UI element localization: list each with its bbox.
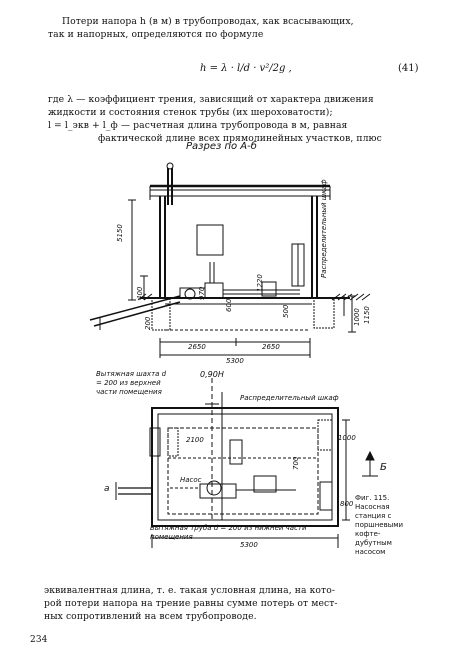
intro-line-2: так и напорных, определяются по формуле	[48, 29, 264, 40]
dim-400: 400	[136, 286, 144, 300]
dim-1150: 1150	[363, 306, 371, 324]
dim-500: 500	[282, 304, 290, 318]
bottom-line-3: ных сопротивлений на всем трубопроводе.	[44, 611, 257, 622]
dim-1000-plan: 1000	[338, 434, 356, 442]
equation-number: (41)	[398, 63, 419, 74]
marker-a: а	[104, 484, 110, 494]
label-shkaf-plan: Распределительный шкаф	[240, 394, 339, 402]
definition-line-4: фактической длине всех прямолинейных уча…	[98, 133, 382, 144]
page-number: 234	[30, 635, 48, 645]
definition-line-3: l = l_экв + l_ф — расчетная длина трубоп…	[48, 120, 348, 131]
label-nasos: Насос	[180, 476, 202, 484]
dim-200: 200	[144, 316, 152, 330]
label-shkaf-section: Распределительный шкаф	[320, 179, 328, 278]
dim-5300-plan: 5300	[240, 541, 258, 549]
bottom-line-1: эквивалентная длина, т. е. такая условна…	[44, 585, 336, 596]
dim-2100: 2100	[186, 436, 204, 444]
section-title: Разрез по А-б	[186, 141, 257, 152]
dim-970: 970	[198, 286, 206, 300]
dim-2650-right: 2650	[262, 343, 280, 351]
dim-600: 600	[225, 298, 233, 312]
definition-line-2: жидкости и состояния стенок трубы (их ше…	[48, 107, 333, 118]
mark-0900: 0,90Н	[200, 370, 224, 379]
dim-800: 800	[340, 500, 354, 508]
formula: h = λ · l/d · v²/2g ,	[200, 63, 292, 74]
dim-700: 700	[292, 456, 300, 470]
figure-caption: Фиг. 115. Насосная станция с поршневыми …	[355, 494, 404, 556]
dim-2650-left: 2650	[188, 343, 206, 351]
intro-line-1: Потери напора h (в м) в трубопроводах, к…	[62, 16, 354, 27]
bottom-line-2: рой потери напора на трение равны сумме …	[44, 598, 338, 609]
definition-line-1: где λ — коэффициент трения, зависящий от…	[48, 94, 374, 105]
dim-5300-section: 5300	[226, 357, 244, 365]
dim-1220: 1220	[256, 274, 264, 292]
marker-b: Б	[380, 462, 387, 473]
dim-1000: 1000	[353, 308, 361, 326]
label-vent-top: Вытяжная шахта d = 200 из верхней части …	[96, 370, 167, 396]
dim-5150: 5150	[116, 224, 124, 242]
label-vent-bottom: Вытяжная труба d = 200 из нижней части п…	[150, 524, 307, 541]
